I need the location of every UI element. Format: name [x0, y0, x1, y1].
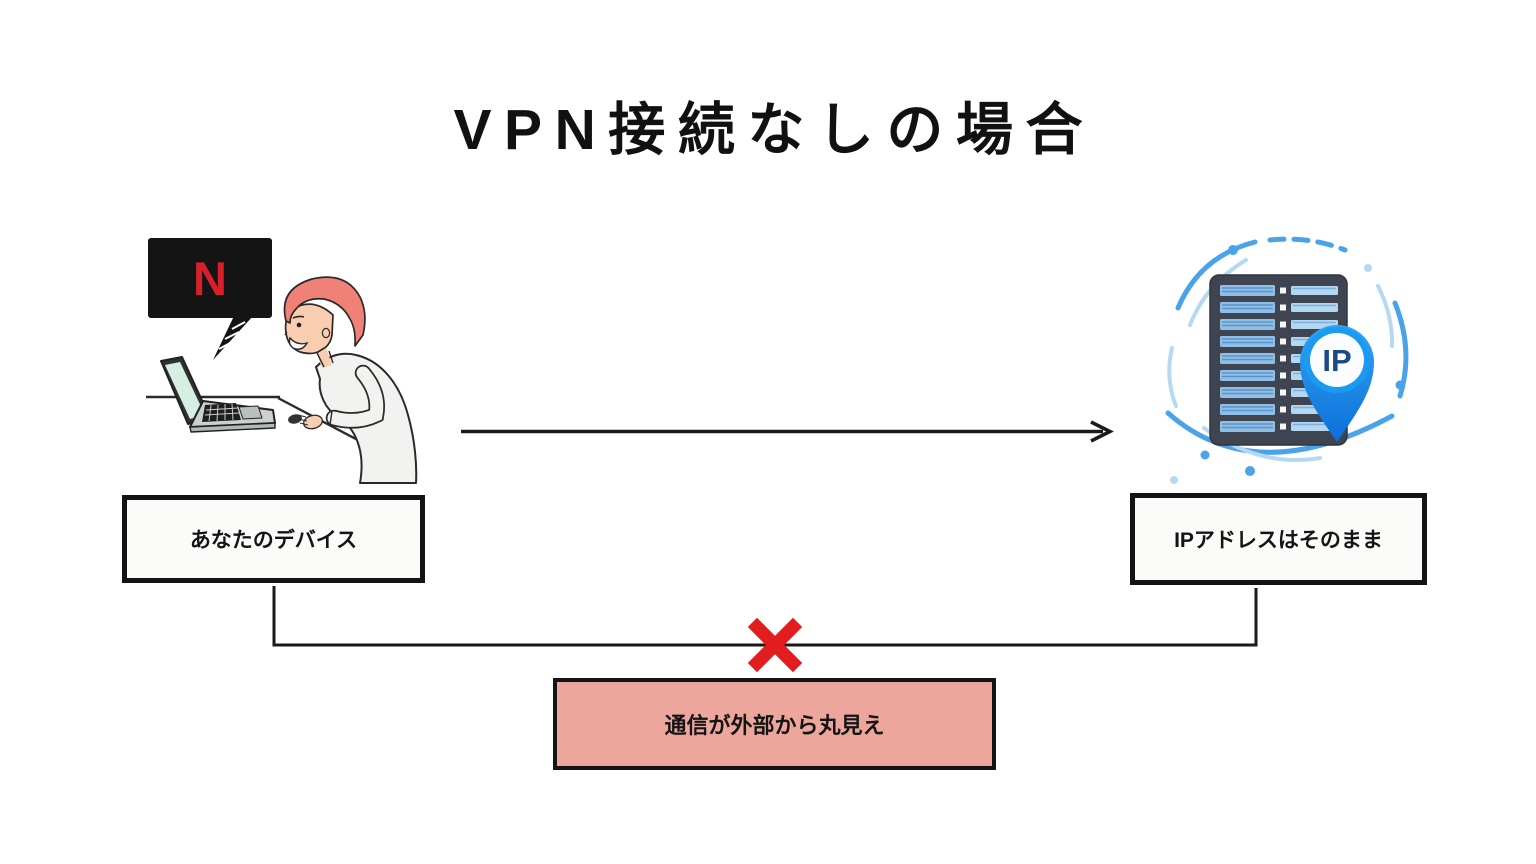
hair [283, 276, 366, 347]
page-title: VPN接続なしの場合 [453, 98, 1096, 162]
connector-bracket [268, 582, 1268, 652]
warning-box: 通信が外部から丸見え [553, 678, 996, 770]
ip-pin-icon: IP [1300, 325, 1374, 442]
laptop-icon [160, 356, 276, 433]
netflix-logo: N [193, 252, 227, 305]
ip-label-box: IPアドレスはそのまま [1130, 493, 1427, 585]
ip-label: IPアドレスはそのまま [1174, 529, 1383, 552]
netflix-monitor: N [148, 238, 272, 360]
ip-pin-label: IP [1322, 343, 1351, 378]
user-device-svg: N [146, 238, 418, 484]
speech-tail-icon [213, 316, 253, 360]
server-svg: IP [1165, 236, 1409, 484]
connection-arrow [455, 414, 1125, 450]
person-illustration [283, 276, 418, 484]
device-label-box: あなたのデバイス [122, 495, 425, 583]
device-label: あなたのデバイス [189, 529, 358, 552]
touchpad [238, 405, 263, 420]
user-device-illustration: N [120, 225, 440, 485]
cross-icon [747, 617, 803, 673]
smile [288, 336, 309, 350]
mouse-icon [288, 414, 302, 424]
keyboard [202, 403, 241, 422]
hand [302, 414, 324, 430]
eye [296, 322, 302, 328]
warning-label: 通信が外部から丸見え [664, 713, 885, 738]
server-illustration: IP [1160, 228, 1410, 490]
